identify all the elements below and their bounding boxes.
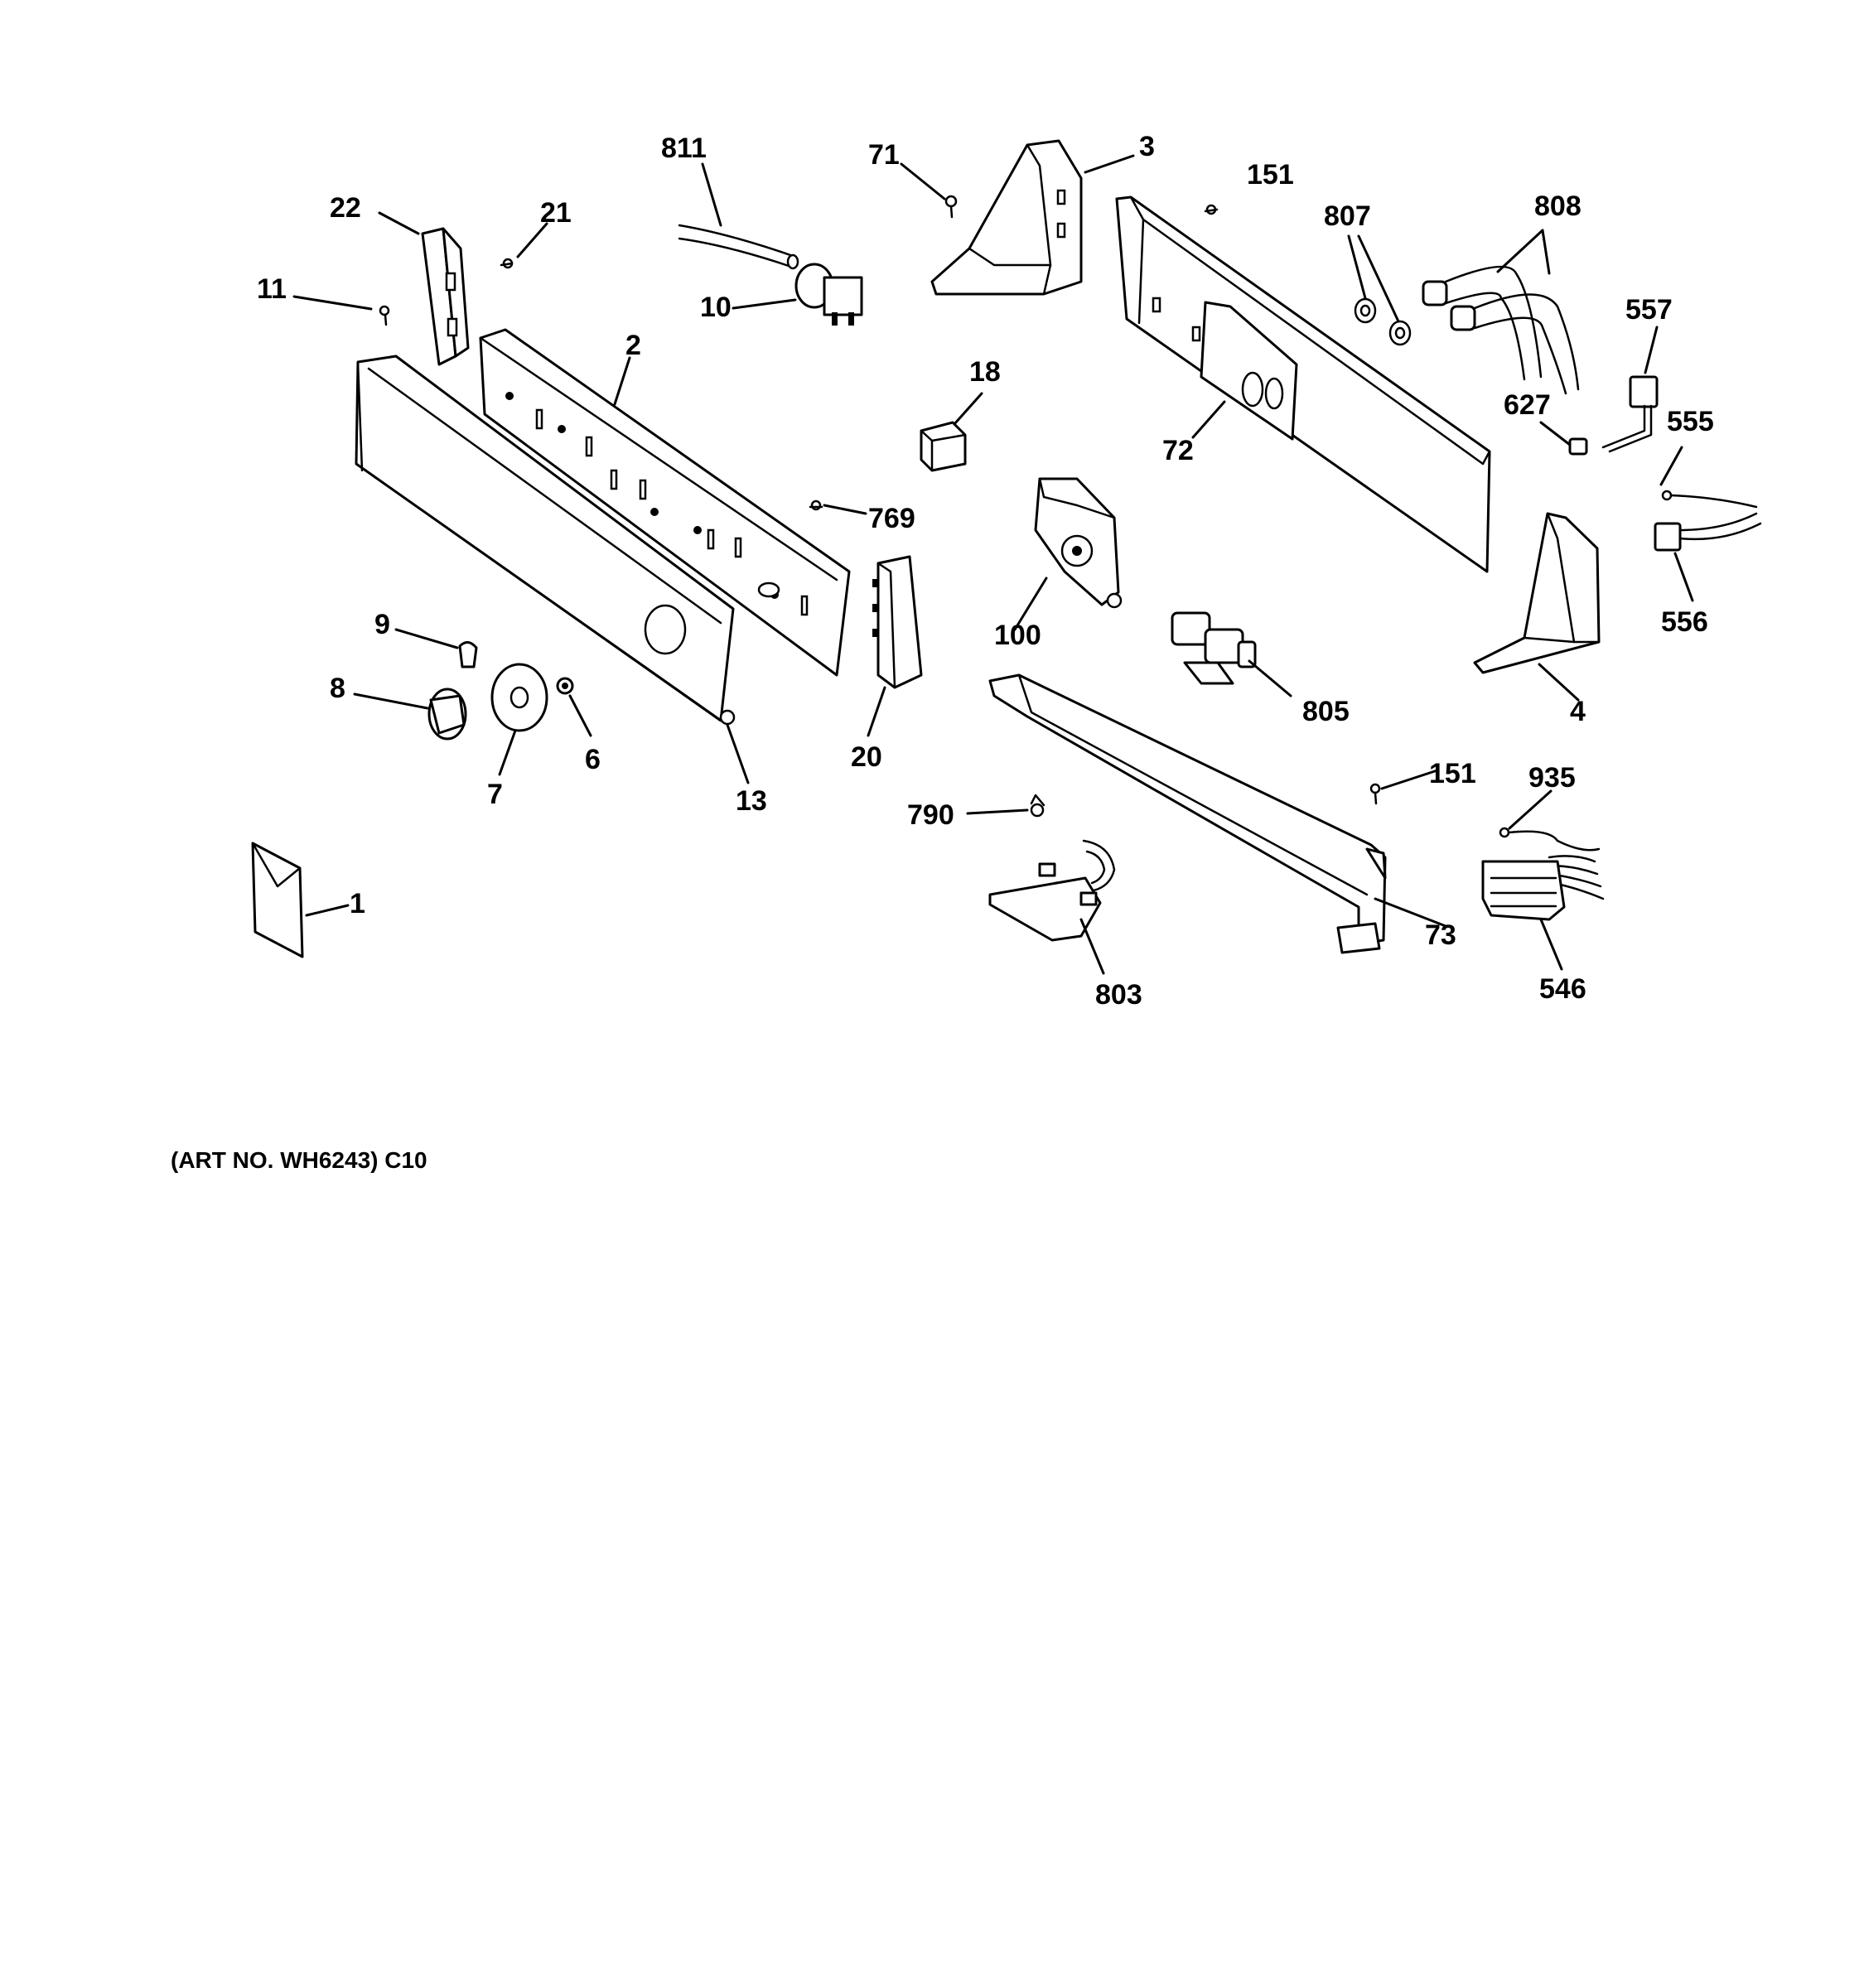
part-805-water-valve xyxy=(1171,611,1257,685)
part-18-block xyxy=(920,421,967,472)
part-11-screw xyxy=(379,305,390,326)
part-807-washers xyxy=(1354,297,1412,346)
label-21: 21 xyxy=(540,197,572,229)
label-546: 546 xyxy=(1539,973,1586,1005)
part-9-clip xyxy=(458,641,478,668)
part-808-inlet-hoses xyxy=(1422,265,1580,395)
part-151-screw-top xyxy=(1204,204,1219,215)
part-6-bushing xyxy=(556,677,574,695)
label-9: 9 xyxy=(374,609,390,640)
part-100-timer xyxy=(1034,477,1123,609)
label-22: 22 xyxy=(330,192,361,224)
label-151-bottom: 151 xyxy=(1429,758,1476,789)
label-808: 808 xyxy=(1534,191,1582,222)
label-6: 6 xyxy=(585,744,601,775)
part-557-switch xyxy=(1601,375,1659,453)
label-71: 71 xyxy=(868,139,900,171)
label-73: 73 xyxy=(1425,919,1456,951)
label-811: 811 xyxy=(661,133,707,164)
label-556: 556 xyxy=(1661,606,1708,638)
label-2: 2 xyxy=(625,330,641,361)
label-769: 769 xyxy=(868,503,915,534)
part-769-screw xyxy=(809,499,823,511)
label-555: 555 xyxy=(1667,406,1714,437)
part-20-right-end-cap xyxy=(872,555,923,689)
label-807: 807 xyxy=(1324,200,1371,232)
label-627: 627 xyxy=(1504,389,1551,421)
label-1: 1 xyxy=(350,888,365,919)
label-100: 100 xyxy=(994,620,1041,651)
label-10: 10 xyxy=(700,292,732,323)
part-556-connector xyxy=(1654,512,1762,552)
part-3-left-side-bracket xyxy=(930,139,1083,296)
part-71-screw xyxy=(944,195,958,219)
part-811-hose xyxy=(678,224,799,270)
part-72-backsplash xyxy=(1115,195,1491,573)
label-803: 803 xyxy=(1095,979,1142,1011)
label-935: 935 xyxy=(1528,762,1576,794)
label-790: 790 xyxy=(907,799,954,831)
leader-lines xyxy=(292,154,1694,975)
part-803-fill-funnel xyxy=(988,839,1116,942)
part-73-lower-support xyxy=(988,673,1387,954)
part-4-right-side-bracket xyxy=(1473,512,1601,674)
part-13-console-panel xyxy=(355,355,736,726)
part-21-screw xyxy=(500,258,514,269)
label-11: 11 xyxy=(257,273,287,305)
label-805: 805 xyxy=(1302,696,1350,727)
part-7-dial xyxy=(490,663,548,732)
label-151-top: 151 xyxy=(1247,159,1294,191)
label-4: 4 xyxy=(1570,696,1586,727)
part-22-left-end-cap xyxy=(421,227,470,366)
part-10-pressure-switch xyxy=(794,263,863,326)
part-151-screw-bottom xyxy=(1369,783,1381,805)
callout-labels: 811 71 3 151 807 808 22 21 11 10 2 18 55… xyxy=(257,131,1714,1011)
label-3: 3 xyxy=(1139,131,1155,162)
art-number-caption: (ART NO. WH6243) C10 xyxy=(171,1147,427,1173)
part-8-knob xyxy=(427,688,467,741)
part-790-clamp xyxy=(1030,794,1045,818)
label-72: 72 xyxy=(1162,435,1194,466)
label-7: 7 xyxy=(487,779,503,810)
part-2-mounting-panel xyxy=(479,328,851,677)
label-20: 20 xyxy=(851,741,882,773)
label-18: 18 xyxy=(969,356,1001,388)
part-1-envelope xyxy=(251,842,304,958)
part-546-connector-block xyxy=(1481,860,1566,921)
label-13: 13 xyxy=(736,785,767,817)
part-555-wire xyxy=(1661,490,1758,509)
label-8: 8 xyxy=(330,673,345,704)
label-557: 557 xyxy=(1625,294,1673,326)
part-627-plug xyxy=(1568,437,1588,456)
